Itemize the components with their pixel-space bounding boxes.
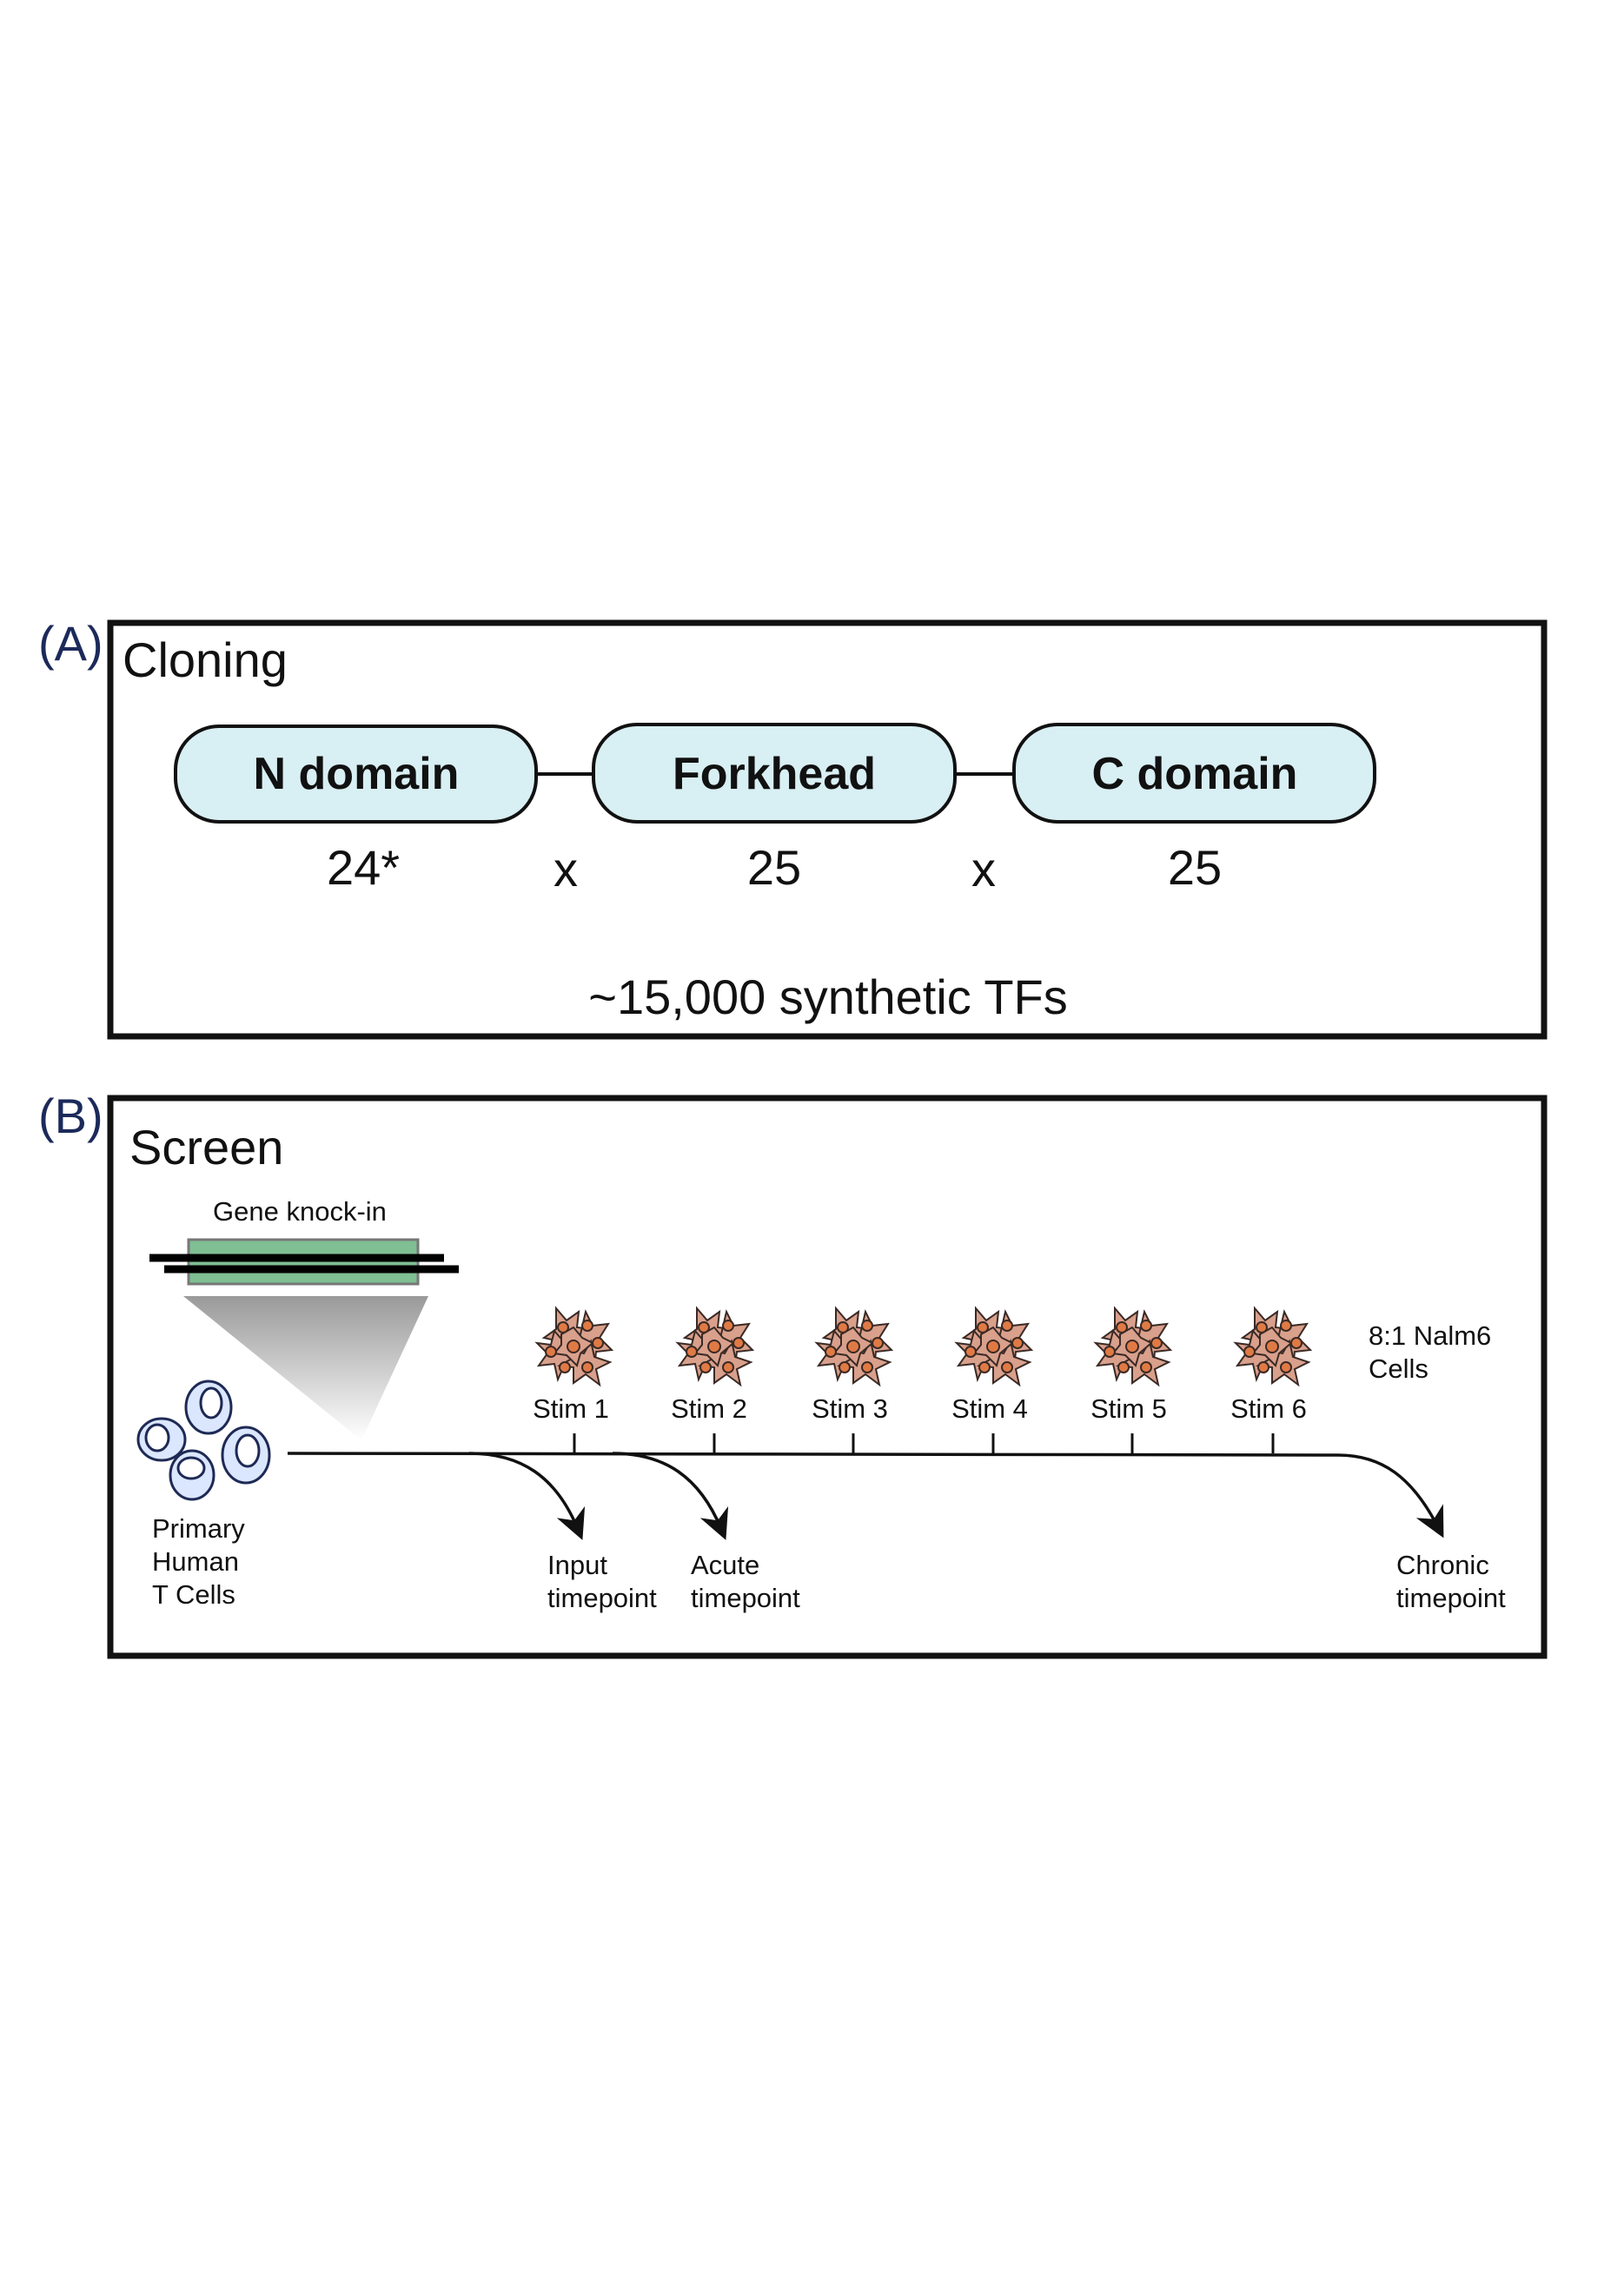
nalm6-icon: [816, 1307, 892, 1386]
multiplier-1: x: [553, 842, 578, 897]
domain-c-label: C domain: [1092, 749, 1298, 799]
panel-b: (B) Screen Gene knock-in Primary Human T…: [38, 1088, 1548, 1659]
stim-5: Stim 5: [1090, 1307, 1171, 1453]
acute-timepoint-label-1: Acute: [691, 1550, 759, 1580]
t-cells-icon: [136, 1380, 271, 1501]
panel-a-title: Cloning: [123, 632, 288, 687]
nalm6-icon: [1095, 1307, 1171, 1386]
panel-a-letter: (A): [38, 616, 103, 671]
nalm6-icon: [956, 1307, 1032, 1386]
stim-6: Stim 6: [1230, 1307, 1311, 1453]
stim-2: Stim 2: [671, 1307, 753, 1453]
domain-forkhead-box: [592, 723, 957, 824]
domain-forkhead: Forkhead: [592, 723, 957, 824]
domain-c-count: 25: [1168, 840, 1222, 895]
nalm6-icon: [536, 1307, 613, 1386]
t-cell-label-2: Human: [152, 1546, 239, 1577]
nalm6-icon: [677, 1307, 753, 1386]
chronic-timepoint-label-2: timepoint: [1396, 1583, 1506, 1613]
domain-c-box: [1012, 723, 1376, 824]
domain-n-count: 24*: [327, 840, 400, 895]
domain-n-box: [174, 725, 538, 824]
stim-label: Stim 2: [671, 1393, 747, 1424]
stim-label: Stim 1: [533, 1393, 609, 1424]
input-timepoint-label-2: timepoint: [547, 1583, 657, 1613]
target-label-2: Cells: [1369, 1353, 1428, 1384]
domain-c: C domain: [1012, 723, 1376, 824]
target-label-1: 8:1 Nalm6: [1369, 1320, 1491, 1351]
stim-label: Stim 5: [1090, 1393, 1167, 1424]
stim-label: Stim 3: [812, 1393, 888, 1424]
stim-label: Stim 4: [951, 1393, 1028, 1424]
chronic-timepoint-label-1: Chronic: [1396, 1550, 1489, 1580]
arrow-acute: [612, 1452, 729, 1540]
knockin-label: Gene knock-in: [213, 1196, 387, 1227]
t-cell-label-3: T Cells: [152, 1579, 235, 1610]
panel-b-letter: (B): [38, 1088, 103, 1143]
library-size: ~15,000 synthetic TFs: [588, 969, 1068, 1024]
domain-forkhead-count: 25: [747, 840, 801, 895]
stim-4: Stim 4: [951, 1307, 1032, 1453]
arrow-input: [468, 1452, 586, 1540]
stim-label: Stim 6: [1230, 1393, 1307, 1424]
knockin-projection: [183, 1296, 428, 1440]
stim-3: Stim 3: [812, 1307, 892, 1453]
t-cell-label-1: Primary: [152, 1513, 245, 1544]
nalm6-icon: [1235, 1307, 1311, 1386]
domain-forkhead-label: Forkhead: [673, 749, 876, 799]
stim-1: Stim 1: [533, 1307, 613, 1453]
panel-b-title: Screen: [129, 1120, 283, 1174]
input-timepoint-label-1: Input: [547, 1550, 607, 1580]
multiplier-2: x: [971, 842, 996, 897]
panel-a: (A) Cloning N domain Forkhead C domain 2…: [38, 616, 1548, 1040]
domain-n: N domain: [174, 725, 538, 824]
acute-timepoint-label-2: timepoint: [691, 1583, 800, 1613]
timeline-arrow-chronic: [287, 1452, 1444, 1538]
panel-a-frame: [107, 619, 1548, 1040]
domain-n-label: N domain: [254, 749, 460, 799]
panel-b-frame: [107, 1095, 1548, 1659]
